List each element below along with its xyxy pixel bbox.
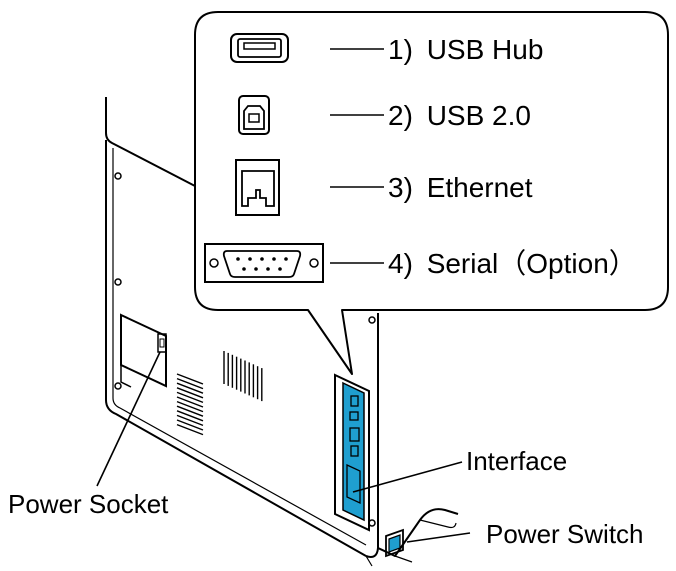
power-socket-label: Power Socket: [8, 489, 169, 519]
ethernet-rj45-icon: [235, 159, 280, 216]
port-label-usb-hub: 1) USB Hub: [388, 34, 543, 65]
power-socket-opening: [120, 313, 167, 388]
vent-slat: [176, 423, 204, 436]
vent-slat: [176, 410, 204, 422]
port-number-2: 2): [388, 100, 413, 131]
power-switch-label: Power Switch: [486, 519, 644, 549]
port-name-2: USB 2.0: [427, 100, 531, 131]
printer-body: [105, 97, 459, 567]
callout-bubble: [194, 11, 669, 375]
vent-slat: [176, 414, 204, 427]
port-number-1: 1): [388, 34, 413, 65]
vent-slat: [176, 400, 204, 413]
vent-slat: [176, 387, 204, 399]
port-label-usb-2: 2) USB 2.0: [388, 100, 531, 131]
vent-slat: [176, 382, 204, 394]
interface-panel-face: [342, 381, 365, 522]
usb-b-icon: [238, 95, 270, 135]
port-name-1: USB Hub: [427, 34, 544, 65]
port-name-4: Serial（Option）: [427, 248, 637, 279]
interface-label: Interface: [466, 446, 567, 476]
vent-slat: [176, 373, 204, 385]
port-name-3: Ethernet: [427, 172, 533, 203]
port-label-serial: 4) Serial（Option）: [388, 248, 637, 279]
usb-a-icon: [230, 33, 289, 63]
vent-slat: [176, 419, 204, 431]
vent-grille-right: [223, 351, 263, 402]
vent-slat: [176, 377, 204, 390]
port-number-4: 4): [388, 248, 413, 279]
part-leader-lines: [96, 351, 471, 543]
port-label-ethernet: 3) Ethernet: [388, 172, 533, 203]
port-number-3: 3): [388, 172, 413, 203]
vent-slat: [176, 391, 204, 404]
vent-grille-left: [176, 373, 204, 436]
vent-slat: [176, 396, 204, 408]
db9-serial-icon: [204, 243, 324, 283]
interface-panel: [334, 373, 370, 532]
callout-leader-lines: [330, 48, 384, 264]
vent-slat: [176, 405, 204, 417]
power-switch: [385, 528, 404, 558]
